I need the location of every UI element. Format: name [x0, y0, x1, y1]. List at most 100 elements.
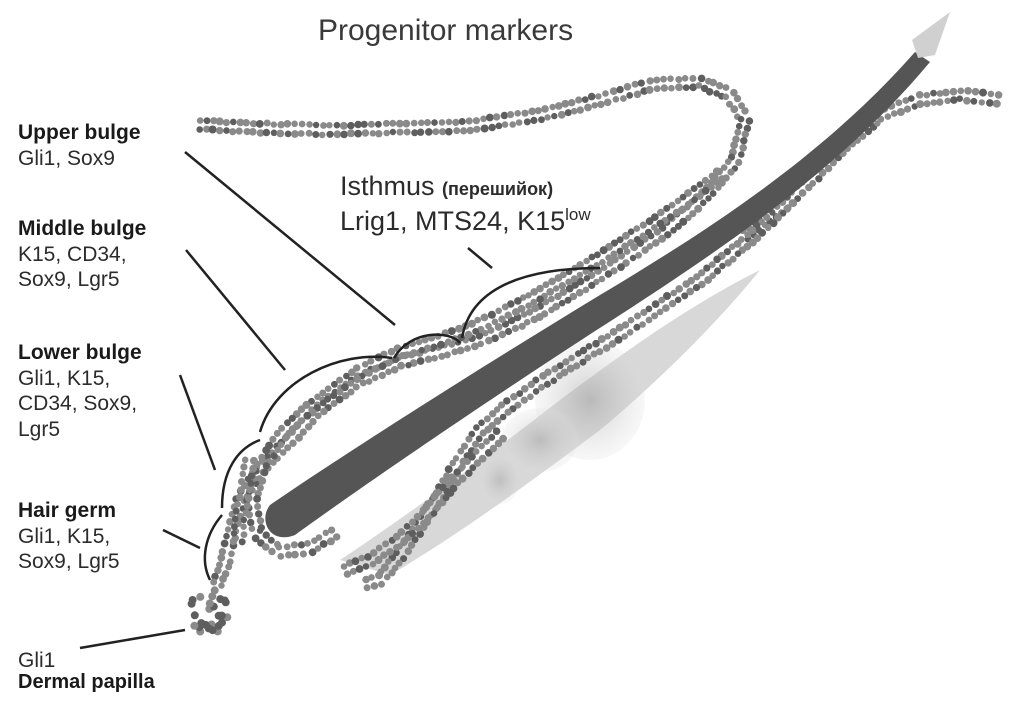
cell-dot [390, 129, 396, 135]
cell-dot [710, 190, 717, 197]
cell-dot [485, 323, 492, 330]
cell-dot [765, 225, 771, 231]
cell-dot [451, 348, 458, 355]
cell-dot [431, 510, 438, 517]
cell-dot [576, 289, 584, 297]
cell-dot [936, 98, 943, 105]
cell-dot [725, 158, 732, 165]
cell-dot [306, 121, 313, 128]
cell-dot [291, 130, 299, 138]
cell-dot [328, 527, 335, 534]
cell-dot [343, 373, 350, 380]
cell-dot [197, 117, 204, 124]
cell-dot [231, 530, 237, 536]
cell-dot [480, 116, 487, 123]
cell-dot [268, 548, 275, 555]
cell-dot [719, 263, 725, 269]
cell-dot [673, 209, 681, 217]
cell-dot [740, 137, 747, 144]
cell-dot [291, 541, 298, 548]
cell-dot [988, 91, 995, 98]
cell-dot [770, 219, 778, 227]
cell-dot [472, 441, 479, 448]
cell-dot [634, 236, 641, 243]
cell-dot [663, 205, 670, 212]
dermal-papilla-cell [206, 600, 214, 608]
cell-dot [242, 457, 249, 464]
cell-dot [514, 110, 521, 117]
cell-dot [370, 549, 378, 557]
isthmus-markers-sup: low [565, 205, 591, 224]
isthmus-label: Isthmus (перешийок) Lrig1, MTS24, K15low [340, 170, 591, 239]
cell-dot [580, 359, 587, 366]
cell-dot [478, 443, 485, 450]
cell-dot [492, 319, 499, 326]
cell-dot [610, 328, 618, 336]
cell-dot [539, 372, 547, 380]
cell-dot [312, 131, 319, 138]
cell-dot [592, 102, 598, 108]
cell-dot [258, 477, 266, 485]
cell-dot [716, 82, 723, 89]
cell-dot [505, 409, 512, 416]
dermal-papilla-cell [190, 622, 198, 630]
cell-dot [419, 347, 425, 353]
cell-dot [741, 107, 748, 114]
cell-dot [646, 86, 654, 94]
cell-dot [347, 129, 355, 137]
cell-dot [551, 378, 558, 385]
cell-dot [595, 93, 601, 99]
cell-dot [972, 88, 980, 96]
cell-dot [300, 550, 307, 557]
cell-dot [362, 129, 369, 136]
cell-dot [533, 388, 540, 395]
region-markers: K15, CD34, [18, 242, 146, 268]
cell-dot [358, 555, 365, 562]
cell-dot [501, 112, 508, 119]
cell-dot [404, 129, 411, 136]
cell-dot [330, 392, 337, 399]
cell-dot [565, 109, 572, 116]
cell-dot [592, 340, 600, 348]
cell-dot [241, 517, 247, 523]
cell-dot [391, 366, 399, 374]
cell-dot [931, 99, 938, 106]
cell-dot [383, 130, 390, 137]
cell-dot [274, 430, 281, 437]
cell-dot [236, 128, 243, 135]
cell-dot [363, 563, 370, 570]
cell-dot [502, 121, 509, 128]
cell-dot [675, 198, 682, 205]
cell-dot [630, 255, 636, 261]
cell-dot [452, 119, 459, 126]
cell-dot [577, 106, 584, 113]
cell-dot [617, 263, 625, 271]
cell-dot [246, 487, 253, 494]
cell-dot [386, 548, 394, 556]
cell-dot [734, 129, 741, 136]
cell-dot [231, 523, 238, 530]
cell-dot [399, 352, 406, 359]
cell-dot [597, 101, 604, 108]
cell-dot [313, 122, 319, 128]
cell-dot [393, 544, 400, 551]
cell-dot [253, 495, 261, 503]
cell-dot [397, 362, 405, 370]
cell-dot [561, 100, 569, 108]
cell-dot [509, 121, 516, 128]
cell-dot [473, 117, 480, 124]
cell-dot [291, 551, 299, 559]
cell-dot [700, 200, 707, 207]
cell-dot [675, 76, 682, 83]
cell-dot [519, 323, 526, 330]
cell-dot [527, 394, 534, 401]
cell-dot [544, 114, 550, 120]
cell-dot [605, 254, 612, 261]
cell-dot [340, 122, 348, 130]
cell-dot [942, 89, 950, 97]
cell-dot [682, 280, 690, 288]
isthmus-name-ru: (перешийок) [442, 179, 553, 199]
cell-dot [709, 173, 716, 180]
cell-dot [223, 127, 230, 134]
region-markers: Gli1, Sox9 [18, 146, 141, 172]
